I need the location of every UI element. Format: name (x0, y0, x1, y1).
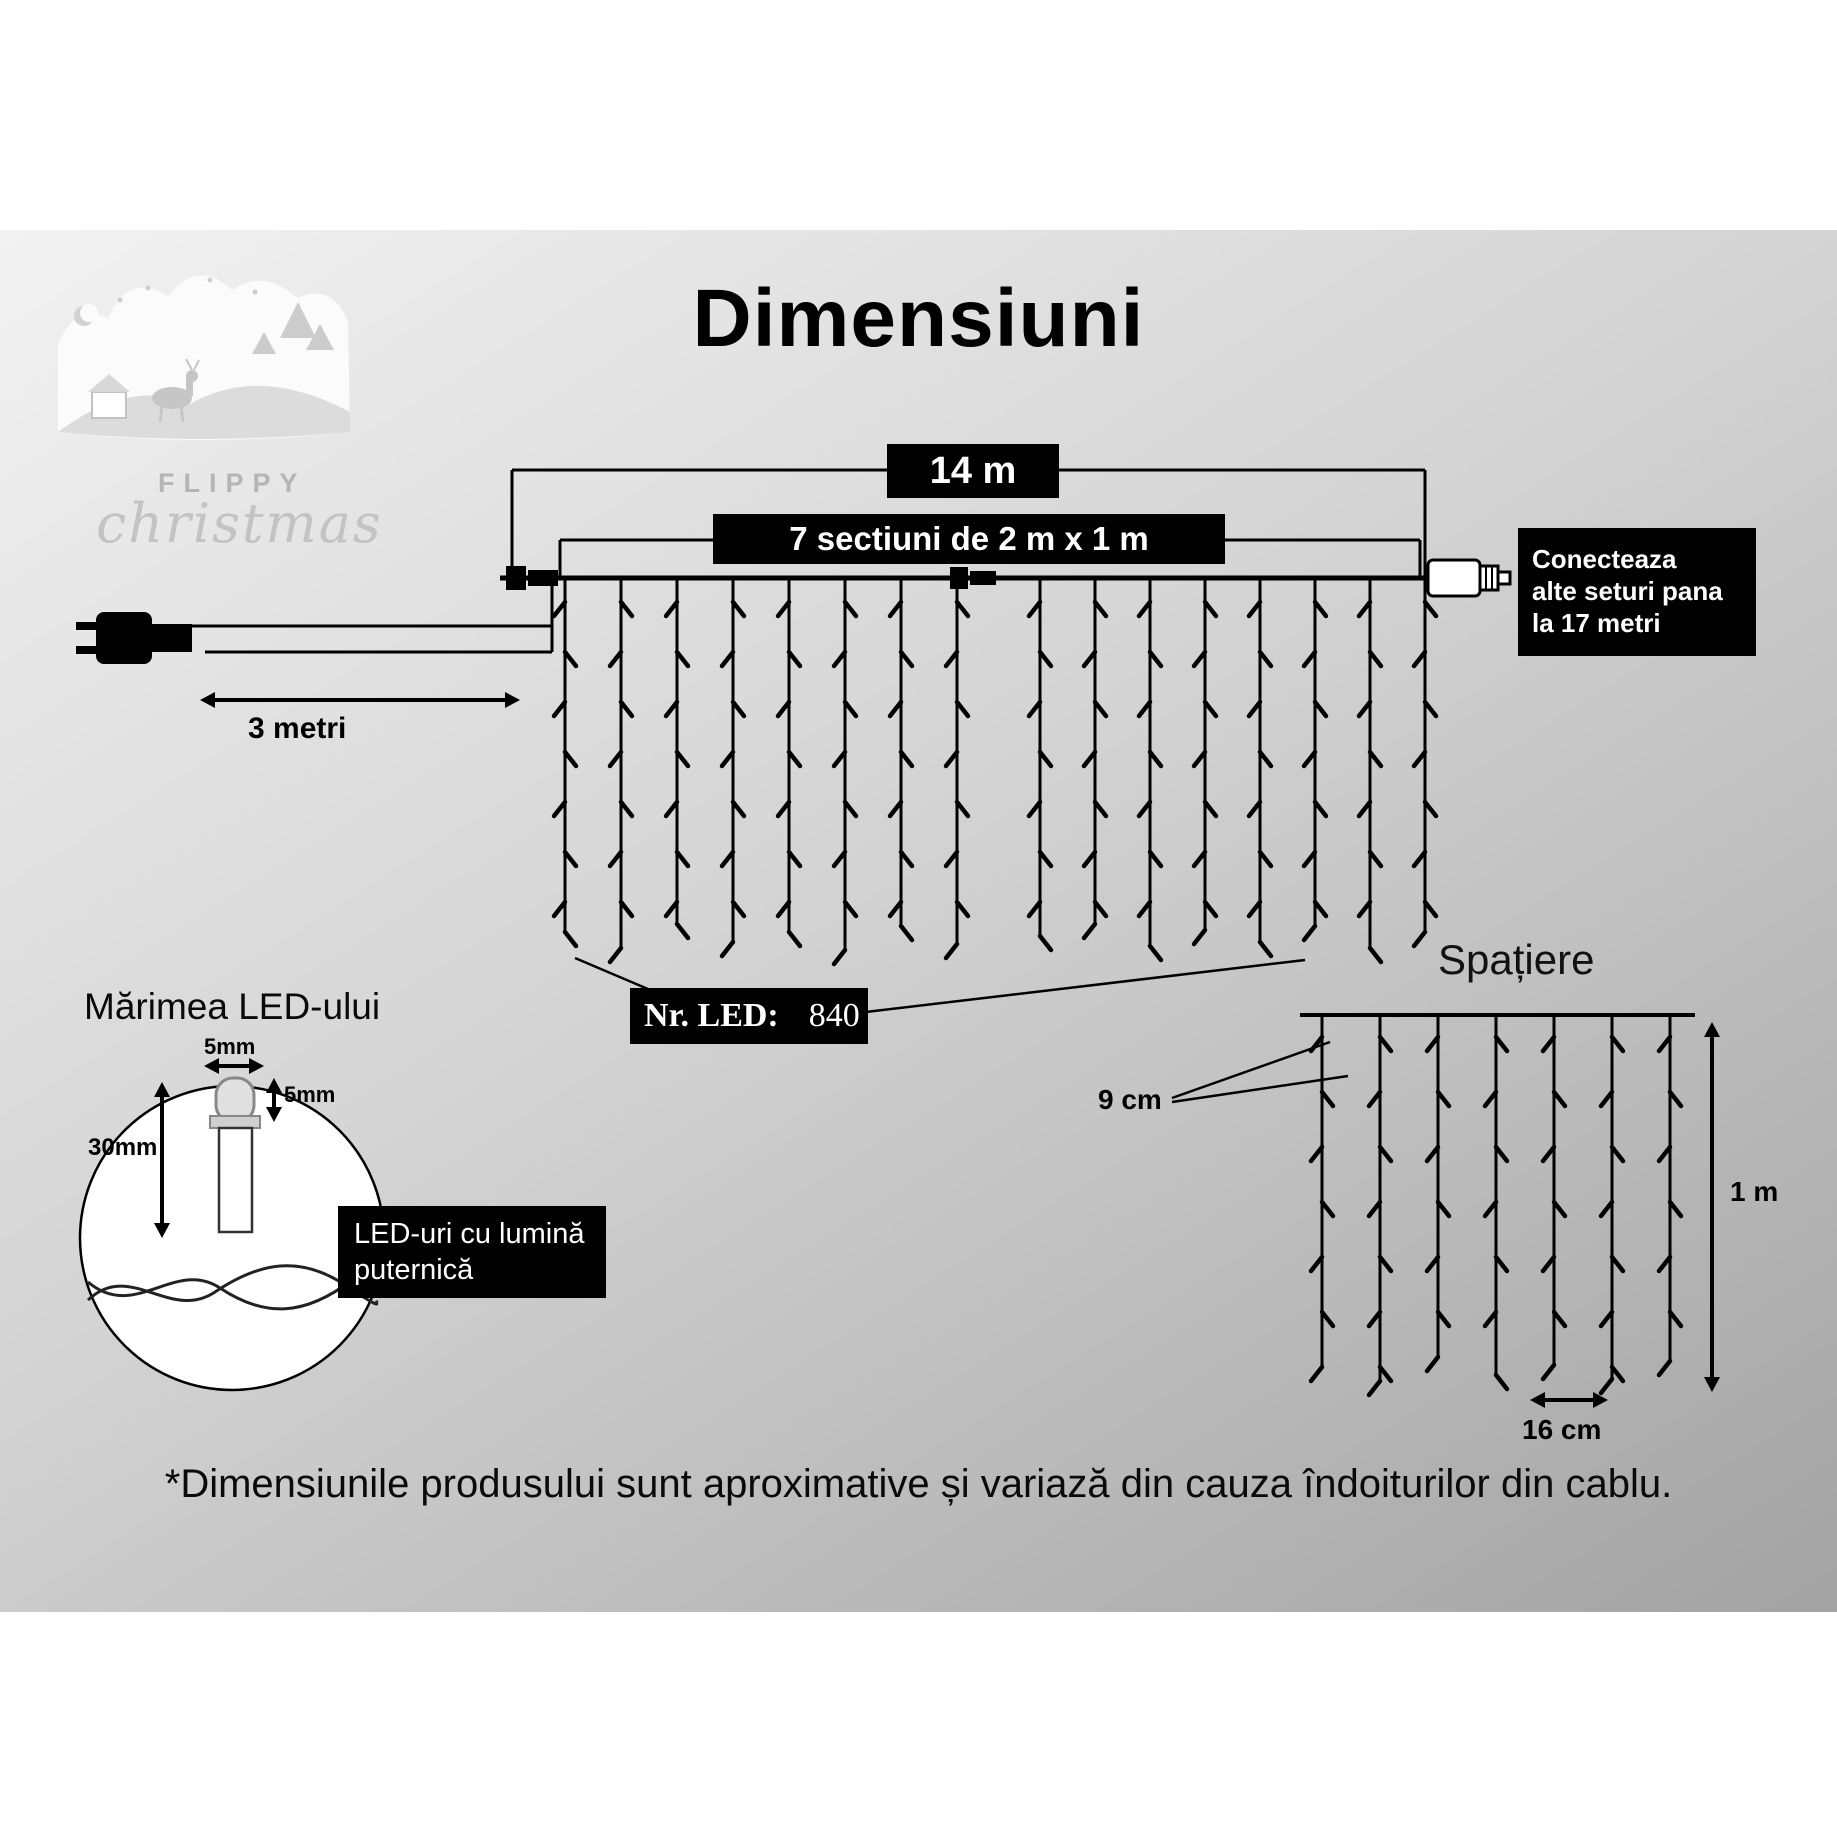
lead-cable (192, 580, 554, 654)
led-light-line1: LED-uri cu lumină (354, 1217, 585, 1250)
led-light-line2: puternică (354, 1254, 474, 1286)
spacing-diagram (1171, 1013, 1720, 1408)
connect-note-line1: Conecteaza (1532, 544, 1677, 575)
logo-brand-text: FLIPPY (158, 468, 307, 498)
led-gap-label: 9 cm (1098, 1084, 1162, 1115)
lead-cable-length-label: 3 metri (248, 712, 347, 745)
page-title: Dimensiuni (692, 273, 1145, 364)
connect-note-line3: la 17 metri (1532, 607, 1661, 638)
led-count-value: 840 (808, 997, 860, 1034)
curtain-right (1026, 580, 1439, 965)
led-size-diagram (78, 1058, 386, 1392)
led-count-banner: Nr. LED: 840 (630, 988, 868, 1044)
connect-note-banner: Conecteaza alte seturi pana la 17 metri (1518, 528, 1756, 656)
curtain-left (551, 580, 971, 967)
strand-gap-label: 16 cm (1522, 1414, 1602, 1445)
sections-banner: 7 sectiuni de 2 m x 1 m (713, 514, 1225, 564)
logo-art (58, 275, 350, 440)
curtain-height-label: 1 m (1730, 1176, 1779, 1207)
logo-script-text: christmas (96, 492, 383, 555)
connect-note-line2: alte seturi pana (1532, 576, 1723, 607)
bulb-tip-height-label: 5mm (284, 1082, 336, 1107)
bulb-total-height-label: 30mm (88, 1134, 158, 1161)
power-plug (76, 612, 192, 664)
footnote-text: *Dimensiunile produsului sunt aproximati… (164, 1462, 1673, 1506)
led-light-banner: LED-uri cu lumină puternică (338, 1206, 606, 1298)
spacing-title: Spațiere (1438, 936, 1595, 983)
led-count-pointers (574, 956, 1306, 1014)
lead-length-arrow (200, 692, 520, 708)
total-length-banner: 14 m (887, 444, 1059, 498)
led-count-label: Nr. LED: (644, 997, 779, 1034)
bulb-width-label: 5mm (204, 1034, 256, 1059)
led-size-title: Mărimea LED-ului (84, 986, 381, 1027)
